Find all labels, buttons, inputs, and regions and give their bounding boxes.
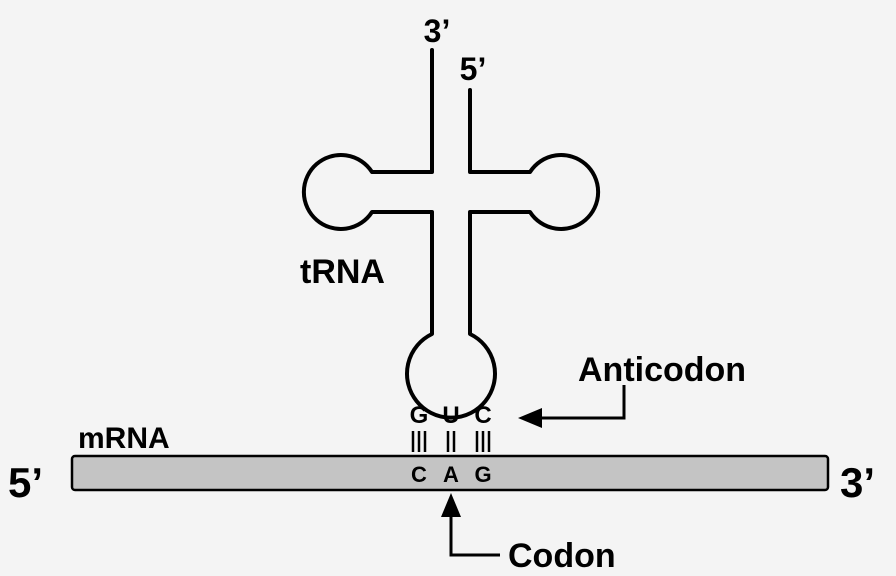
trna-3prime-label: 3’ xyxy=(424,13,451,49)
bond-u-a xyxy=(448,431,454,452)
hydrogen-bonds xyxy=(413,431,489,452)
bond-c-g xyxy=(477,431,489,452)
mrna-3prime-label: 3’ xyxy=(840,459,875,506)
bond-g-c xyxy=(413,431,425,452)
codon-base-3: G xyxy=(474,462,491,487)
codon-label: Codon xyxy=(508,537,616,575)
anticodon-base-3: C xyxy=(474,402,491,429)
anticodon-base-2: U xyxy=(442,402,459,429)
trna-label: tRNA xyxy=(300,253,385,291)
codon-arrow xyxy=(441,493,500,555)
anticodon-label: Anticodon xyxy=(578,351,746,389)
trna-5prime-label: 5’ xyxy=(460,51,487,87)
trna-structure xyxy=(304,50,598,418)
mrna-5prime-label: 5’ xyxy=(8,459,43,506)
codon-base-1: C xyxy=(411,462,427,487)
anticodon-arrow xyxy=(518,385,624,428)
codon-base-2: A xyxy=(443,462,459,487)
anticodon-base-1: G xyxy=(410,402,429,429)
mrna-label: mRNA xyxy=(78,422,170,455)
